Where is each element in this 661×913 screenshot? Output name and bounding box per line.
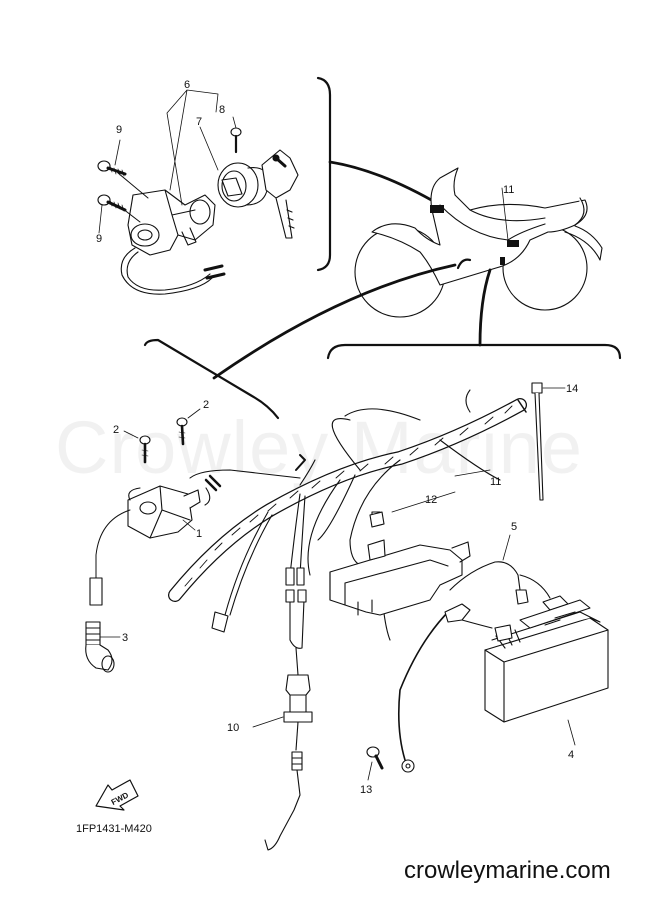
- callout-4: 4: [568, 749, 574, 761]
- callout-7: 7: [196, 116, 202, 128]
- cable-tie-14: [531, 382, 566, 501]
- callout-11-scooter: 11: [503, 184, 514, 196]
- callout-11-harness: 11: [490, 476, 501, 488]
- callout-9-upper: 9: [116, 124, 122, 136]
- callout-8: 8: [219, 104, 225, 116]
- starter-relay-10: [252, 589, 313, 851]
- callout-6: 6: [184, 79, 190, 91]
- callout-12: 12: [425, 494, 437, 506]
- key-cylinder-7: [217, 162, 269, 208]
- callout-9-lower: 9: [96, 233, 102, 245]
- callout-1: 1: [196, 528, 202, 540]
- ignition-section-bracket: [143, 338, 280, 420]
- bolt-13: [366, 746, 384, 781]
- callout-10: 10: [227, 722, 239, 734]
- ignition-coil-1: [89, 469, 301, 606]
- main-switch-group: [97, 76, 332, 295]
- bolt-2-left: [139, 435, 151, 464]
- callout-2-left: 2: [113, 424, 119, 436]
- callout-13: 13: [360, 784, 372, 796]
- wire-harness-11: [168, 389, 527, 641]
- scooter-silhouette: [212, 160, 603, 380]
- callout-2-right: 2: [203, 399, 209, 411]
- callout-labels: 6 8 7 9 9 11 2 2 14 11 12 1 5 3 10 4 13: [96, 79, 578, 796]
- part-code-label: 1FP1431-M420: [76, 823, 152, 835]
- bolt-9-upper: [97, 160, 127, 177]
- battery-bracket: [329, 539, 471, 616]
- callout-14: 14: [566, 383, 578, 395]
- callout-3: 3: [122, 632, 128, 644]
- ignition-key: [261, 149, 299, 239]
- screw-8: [230, 127, 242, 154]
- bolt-2-right: [176, 417, 188, 446]
- fwd-arrow-icon: FWD: [95, 779, 139, 811]
- bolt-9-lower: [97, 194, 127, 212]
- fuse-12: [369, 491, 456, 528]
- battery-4: [484, 595, 609, 746]
- harness-section-bracket: [326, 343, 622, 360]
- battery-cable-5: [449, 534, 551, 605]
- spark-plug-cap-3: [85, 621, 121, 673]
- website-link[interactable]: crowleymarine.com: [404, 857, 611, 884]
- callout-5: 5: [511, 521, 517, 533]
- battery-cable-negative: [397, 603, 493, 773]
